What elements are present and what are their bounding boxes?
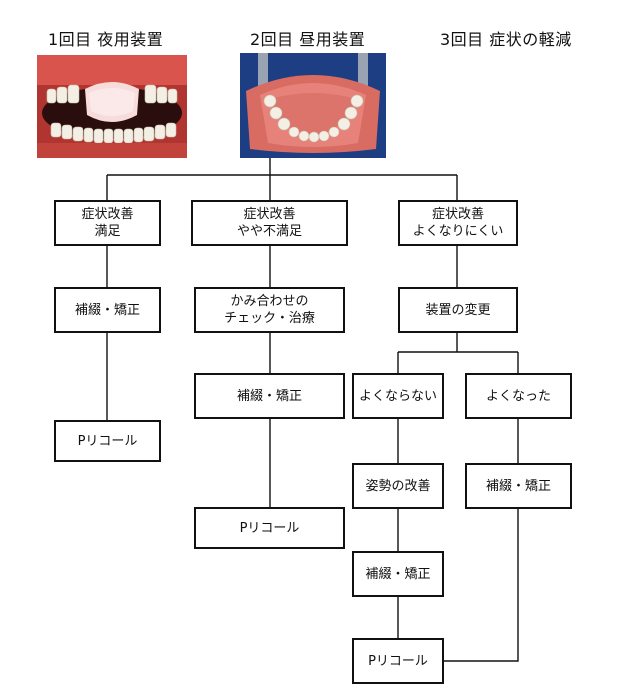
day-appliance-photo xyxy=(240,53,386,158)
box-unsatisfied-p-recall: Pリコール xyxy=(194,507,345,549)
box-satisfied-prosthetic-orthodontic-label: 補綴・矯正 xyxy=(74,302,140,318)
box-unsatisfied-prosthetic-orthodontic: 補綴・矯正 xyxy=(194,373,345,419)
box-not-improved-label: よくならない xyxy=(358,388,437,404)
box-improved-prosthetic-orthodontic-label: 補綴・矯正 xyxy=(485,478,551,494)
box-device-change-label: 装置の変更 xyxy=(425,302,491,318)
box-improved-prosthetic-orthodontic: 補綴・矯正 xyxy=(465,463,572,509)
box-final-p-recall: Pリコール xyxy=(352,638,444,684)
box-status-hard-to-improve-line1: 症状改善 xyxy=(431,207,484,222)
box-occlusion-check-treatment-line1: かみ合わせの xyxy=(230,294,309,309)
box-improved-label: よくなった xyxy=(485,388,551,404)
box-final-p-recall-label: Pリコール xyxy=(368,653,428,669)
box-device-change: 装置の変更 xyxy=(398,287,518,333)
box-unsatisfied-p-recall-label: Pリコール xyxy=(239,520,300,536)
box-status-satisfied-line2: 満足 xyxy=(94,224,121,239)
heading-first-night-device: 1回目 夜用装置 xyxy=(48,30,164,49)
box-posture-improvement: 姿勢の改善 xyxy=(352,463,444,509)
box-status-hard-to-improve-line2: よくなりにくい xyxy=(412,224,504,239)
box-status-satisfied-line1: 症状改善 xyxy=(81,207,134,222)
box-occlusion-check-treatment: かみ合わせの チェック・治療 xyxy=(194,287,345,333)
box-satisfied-p-recall: Pリコール xyxy=(54,420,161,462)
night-appliance-photo xyxy=(37,55,187,158)
box-status-somewhat-unsatisfied-line1: 症状改善 xyxy=(243,207,296,222)
box-status-somewhat-unsatisfied: 症状改善 やや不満足 xyxy=(191,200,348,246)
heading-third-symptom-relief: 3回目 症状の軽減 xyxy=(440,30,572,49)
box-unsatisfied-prosthetic-orthodontic-label: 補綴・矯正 xyxy=(236,388,302,404)
box-status-hard-to-improve: 症状改善 よくなりにくい xyxy=(398,200,518,246)
box-improved: よくなった xyxy=(465,373,572,419)
box-occlusion-check-treatment-line2: チェック・治療 xyxy=(224,311,315,326)
box-posture-improvement-label: 姿勢の改善 xyxy=(365,478,431,494)
box-not-improved-prosthetic-orthodontic: 補綴・矯正 xyxy=(352,551,444,597)
connector-improved-2 xyxy=(444,509,519,662)
heading-second-day-device: 2回目 昼用装置 xyxy=(250,30,366,49)
box-status-satisfied: 症状改善 満足 xyxy=(54,200,161,246)
box-satisfied-prosthetic-orthodontic: 補綴・矯正 xyxy=(54,287,161,333)
box-satisfied-p-recall-label: Pリコール xyxy=(77,433,138,449)
box-not-improved-prosthetic-orthodontic-label: 補綴・矯正 xyxy=(365,566,431,582)
box-not-improved: よくならない xyxy=(352,373,444,419)
box-status-somewhat-unsatisfied-line2: やや不満足 xyxy=(236,224,302,239)
